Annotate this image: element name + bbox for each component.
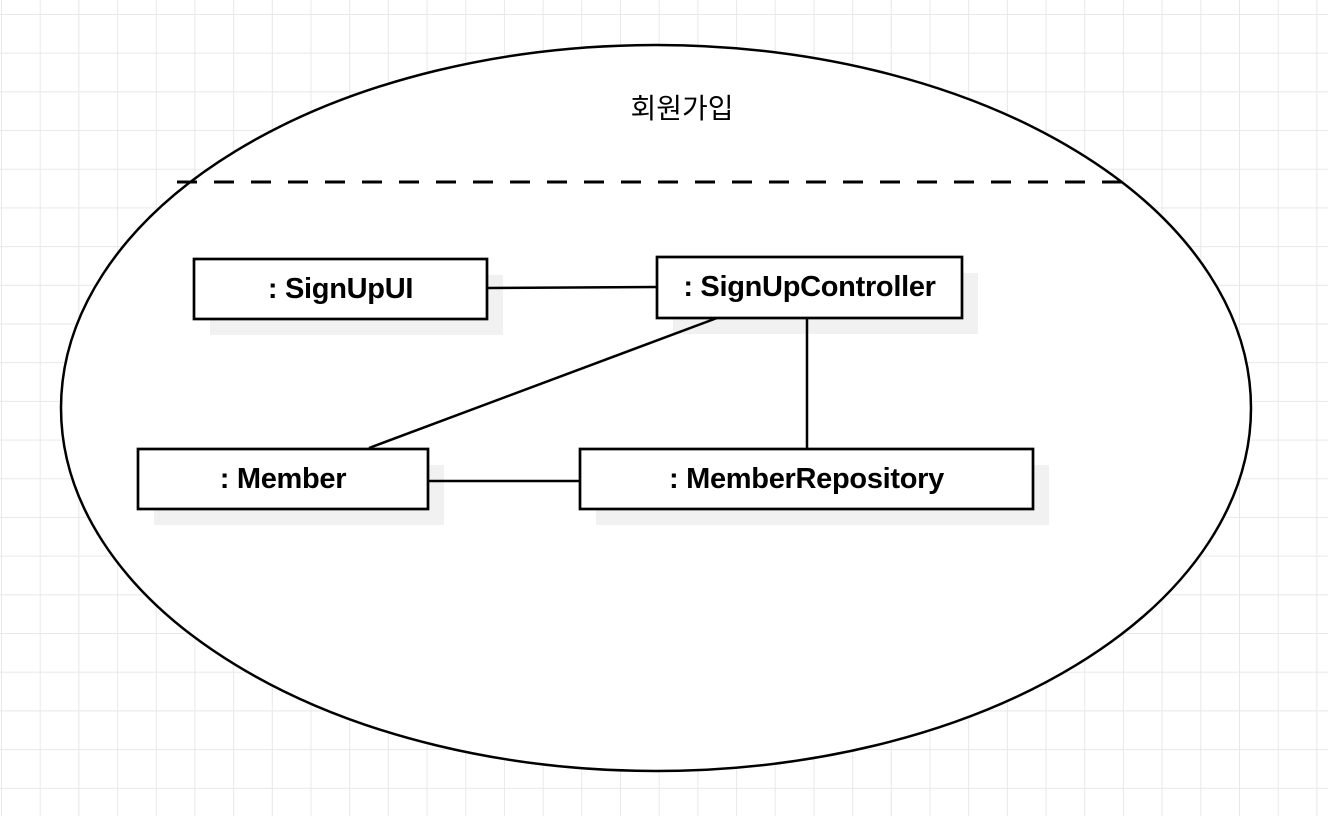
object-label-memberrepository[interactable]: : MemberRepository [669,462,944,495]
signupcontroller-box[interactable] [655,255,964,320]
connector-signupui-signupcontroller[interactable] [486,285,658,290]
object-label-signupui[interactable]: : SignUpUI [267,272,414,305]
connector-signupcontroller-member[interactable] [368,316,718,450]
connectors [368,285,809,483]
use-case-ellipse[interactable] [59,43,1253,773]
object-boxes [136,255,1035,511]
use-case-title: 회원가입 [630,93,734,124]
object-label-signupcontroller[interactable]: : SignUpController [683,271,936,303]
signupui-box[interactable] [192,257,489,321]
memberrepository-box[interactable] [578,447,1035,511]
object-label-member[interactable]: : Member [219,462,347,495]
member-box[interactable] [136,447,430,511]
